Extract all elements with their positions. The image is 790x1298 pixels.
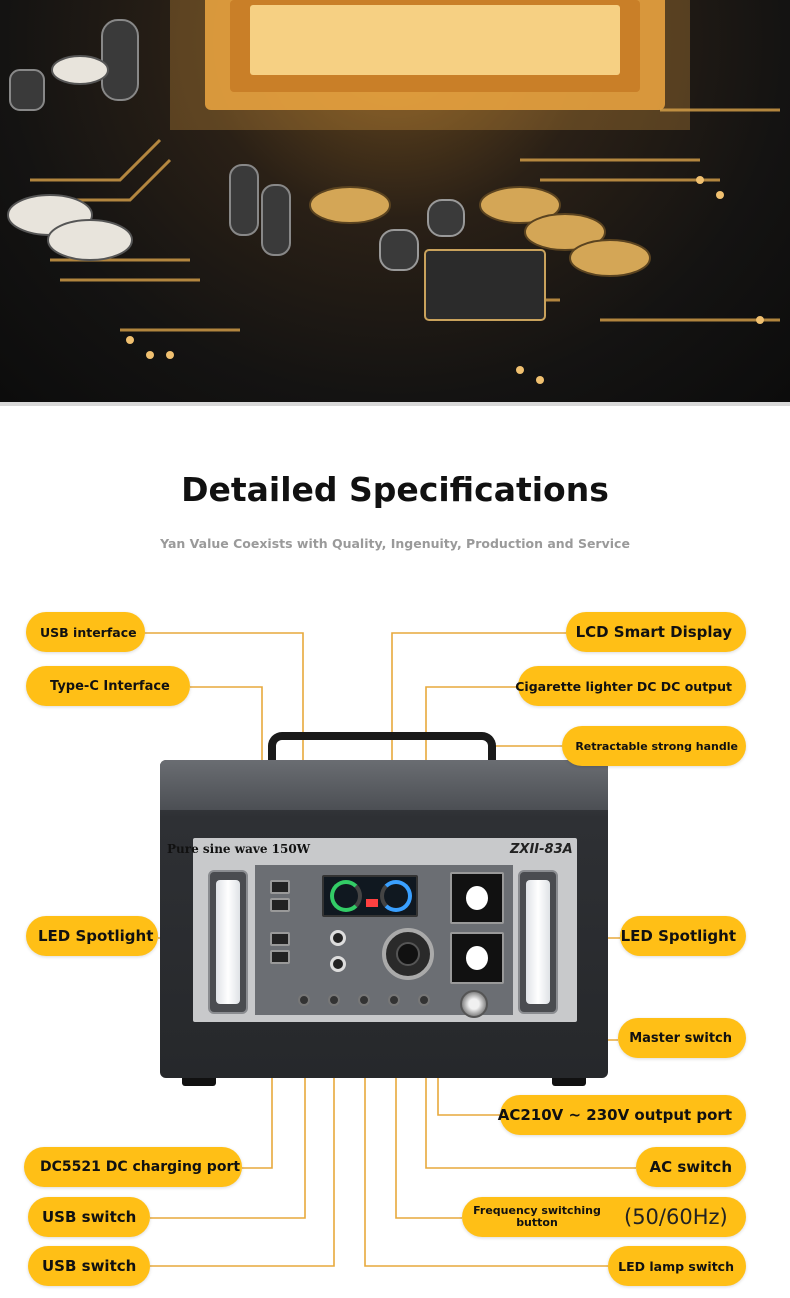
callout-led-right-label: LED Spotlight	[620, 927, 736, 945]
type-c-port-2	[270, 950, 290, 964]
callout-led-spotlight-right: LED Spotlight	[620, 916, 746, 956]
callout-lcd-display: LCD Smart Display	[566, 612, 746, 652]
callout-ac-switch: AC switch	[636, 1147, 746, 1187]
solder-dots	[126, 176, 764, 384]
dc-switch-button	[328, 994, 340, 1006]
callout-led-spotlight-left: LED Spotlight	[26, 916, 158, 956]
page-subtitle: Yan Value Coexists with Quality, Ingenui…	[160, 536, 630, 551]
foot-right	[552, 1078, 586, 1086]
callout-usb-switch-1-label: USB switch	[42, 1208, 137, 1226]
callout-frequency-button: Frequency switching button (50/60Hz)	[462, 1197, 746, 1237]
callout-handle: Retractable strong handle	[562, 726, 746, 766]
circuit-board-illustration	[7, 0, 780, 384]
callout-ac-switch-label: AC switch	[649, 1158, 732, 1176]
ac-outlet-2	[450, 932, 504, 984]
callout-frequency-label: Frequency switching button	[473, 1204, 601, 1229]
lcd-readout	[366, 899, 378, 907]
callout-dc5521-port: DC5521 DC charging port	[24, 1147, 242, 1187]
usb-port-2	[270, 898, 290, 912]
lcd-gauge-left	[330, 880, 362, 912]
handle	[268, 732, 496, 766]
circuit-traces	[30, 108, 780, 332]
usb-port-1	[270, 880, 290, 894]
lcd-gauge-right	[380, 880, 412, 912]
led-spotlight-right	[518, 870, 558, 1014]
dc-port-1	[330, 930, 346, 946]
callout-ac-output: AC210V ~ 230V output port	[497, 1095, 746, 1135]
line-usb-switch-2	[150, 1004, 335, 1267]
ac-switch-button	[418, 994, 430, 1006]
callout-usb-interface: USB interface	[26, 612, 145, 652]
master-switch-knob	[460, 990, 488, 1018]
silver-pads	[7, 55, 133, 261]
power-station-illustration: Pure sine wave 150W ZXII-83A	[160, 732, 608, 1086]
callout-type-c-label: Type-C Interface	[50, 678, 170, 694]
dc-port-2	[330, 956, 346, 972]
callout-usb-switch-2: USB switch	[28, 1246, 150, 1286]
capacitors	[9, 19, 465, 271]
usb-switch-button	[298, 994, 310, 1006]
model-label: ZXII-83A	[510, 842, 573, 857]
callout-ac-output-label: AC210V ~ 230V output port	[497, 1106, 732, 1124]
line-led-lamp-switch	[364, 1004, 608, 1267]
callout-handle-label: Retractable strong handle	[575, 739, 738, 753]
device-top-strip	[160, 760, 608, 810]
callout-type-c-interface: Type-C Interface	[26, 666, 190, 706]
banner-divider	[0, 402, 790, 406]
main-chip-top	[250, 5, 620, 75]
callout-usb-switch-1: USB switch	[28, 1197, 150, 1237]
callout-cigarette-label: Cigarette lighter DC DC output	[515, 678, 732, 694]
panel-label: Pure sine wave 150W	[167, 842, 311, 856]
callout-usb-switch-2-label: USB switch	[42, 1257, 137, 1275]
cigarette-lighter-socket	[382, 928, 434, 980]
frequency-button	[388, 994, 400, 1006]
callout-frequency-value: (50/60Hz)	[624, 1205, 728, 1229]
circuit-board-banner	[0, 0, 790, 402]
small-chip	[424, 249, 546, 321]
gold-pads	[309, 186, 651, 277]
callout-cigarette-output: Cigarette lighter DC DC output	[515, 666, 746, 706]
callout-master-switch: Master switch	[618, 1018, 746, 1058]
ac-outlet-1	[450, 872, 504, 924]
led-spotlight-left	[208, 870, 248, 1014]
callout-usb-interface-label: USB interface	[40, 624, 137, 640]
callout-led-lamp-switch: LED lamp switch	[608, 1246, 746, 1286]
callout-dc5521-label: DC5521 DC charging port	[40, 1159, 241, 1175]
led-switch-button	[358, 994, 370, 1006]
foot-left	[182, 1078, 216, 1086]
lcd-screen	[322, 875, 418, 917]
callout-lcd-label: LCD Smart Display	[575, 623, 732, 641]
type-c-port-1	[270, 932, 290, 946]
page-title: Detailed Specifications	[181, 470, 609, 509]
callout-led-left-label: LED Spotlight	[38, 927, 154, 945]
callout-master-label: Master switch	[629, 1030, 732, 1046]
callout-led-lamp-label: LED lamp switch	[618, 1258, 734, 1274]
